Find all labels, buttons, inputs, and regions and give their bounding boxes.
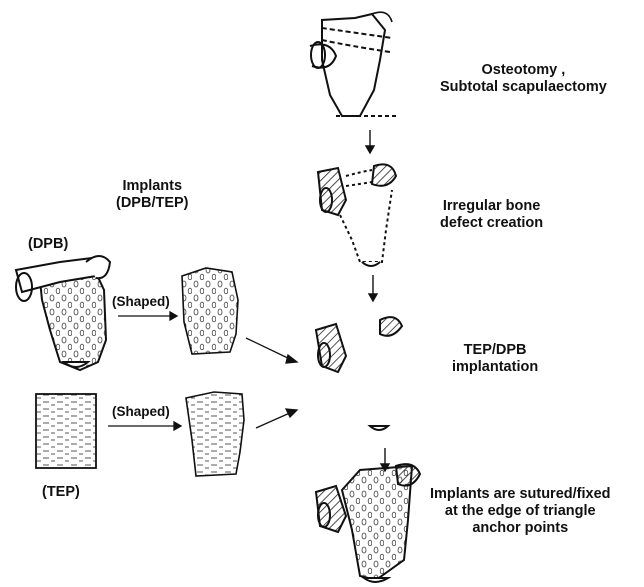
label-tep: (TEP) — [42, 484, 80, 501]
arrow-to-implantation-2 — [256, 409, 297, 428]
arrow-down-2 — [369, 275, 377, 301]
label-osteotomy: Osteotomy ,Subtotal scapulaectomy — [440, 62, 607, 96]
arrow-shaped-2 — [108, 422, 181, 430]
scapula-osteotomy — [310, 12, 396, 116]
shaped-tep — [186, 392, 244, 476]
label-dpb: (DPB) — [28, 236, 68, 253]
arrow-to-implantation-1 — [246, 338, 297, 363]
label-implants: Implants(DPB/TEP) — [116, 178, 189, 212]
shaped-dpb — [182, 268, 238, 354]
dpb-scapula — [16, 256, 110, 370]
label-shaped-2: (Shaped) — [112, 403, 170, 420]
scapula-defect — [318, 164, 396, 266]
scapula-fixed — [316, 464, 420, 582]
tep-block — [36, 394, 96, 468]
label-shaped-1: (Shaped) — [112, 293, 170, 310]
arrow-down-1 — [366, 130, 374, 153]
scapula-implantation — [316, 317, 402, 430]
arrow-shaped-1 — [118, 312, 177, 320]
